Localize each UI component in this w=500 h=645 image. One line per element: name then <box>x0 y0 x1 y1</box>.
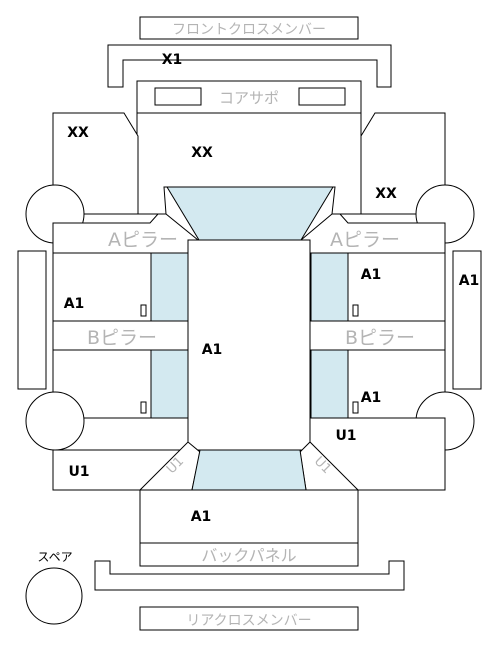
rear-fender-right-grade: U1 <box>335 428 356 444</box>
side-step-right[interactable] <box>452 250 482 390</box>
front-left-door-handle <box>140 304 147 317</box>
trunk-grade: A1 <box>191 509 212 525</box>
a-pillar-left-label: Aピラー <box>108 229 178 251</box>
rear-left-door-handle <box>140 401 147 414</box>
rear-left-window[interactable] <box>150 349 189 419</box>
back-panel[interactable] <box>139 542 359 567</box>
core-support-right-slot <box>298 87 346 106</box>
hood-grade: XX <box>191 145 213 161</box>
b-pillar-right-label: Bピラー <box>345 327 415 349</box>
b-pillar-left-label: Bピラー <box>87 327 157 349</box>
rear-left-wheel[interactable] <box>25 391 85 451</box>
front-frame-bracket[interactable] <box>107 44 392 88</box>
rear-cross-member-label: リアクロスメンバー <box>186 613 311 629</box>
side-step-right-grade: A1 <box>459 273 480 289</box>
front-door-left-grade: A1 <box>64 296 85 312</box>
side-step-left[interactable] <box>17 250 47 390</box>
a-pillar-right-label: Aピラー <box>330 229 400 251</box>
front-fender-right-grade: XX <box>375 186 397 202</box>
core-support-label: コアサポ <box>219 89 279 107</box>
rear-frame-bracket[interactable] <box>94 560 405 591</box>
rear-right-window[interactable] <box>310 349 349 419</box>
front-fender-left-grade: XX <box>67 125 89 141</box>
windshield[interactable] <box>166 186 334 241</box>
rear-door-right-grade: A1 <box>361 390 382 406</box>
front-cross-member-box[interactable] <box>139 16 359 40</box>
front-door-right-grade: A1 <box>361 267 382 283</box>
spare-tire[interactable] <box>25 567 83 625</box>
front-frame-grade: X1 <box>162 52 183 68</box>
roof[interactable] <box>187 239 311 451</box>
back-panel-label: バックパネル <box>201 546 296 565</box>
rear-right-door-handle <box>352 401 359 414</box>
front-left-window[interactable] <box>150 252 189 322</box>
b-pillar-left[interactable] <box>52 320 192 351</box>
front-fender-right[interactable] <box>360 112 446 215</box>
front-cross-member-label: フロントクロスメンバー <box>172 22 326 38</box>
trunk-lid[interactable] <box>139 489 359 544</box>
front-right-door-handle <box>352 304 359 317</box>
roof-grade: A1 <box>202 342 223 358</box>
rear-fender-left-grade: U1 <box>68 464 89 480</box>
core-support-left-slot <box>154 87 202 106</box>
rear-cross-member-box[interactable] <box>139 606 359 631</box>
front-right-window[interactable] <box>310 252 349 322</box>
rear-window[interactable] <box>191 449 307 491</box>
spare-label: スペア <box>37 550 72 564</box>
